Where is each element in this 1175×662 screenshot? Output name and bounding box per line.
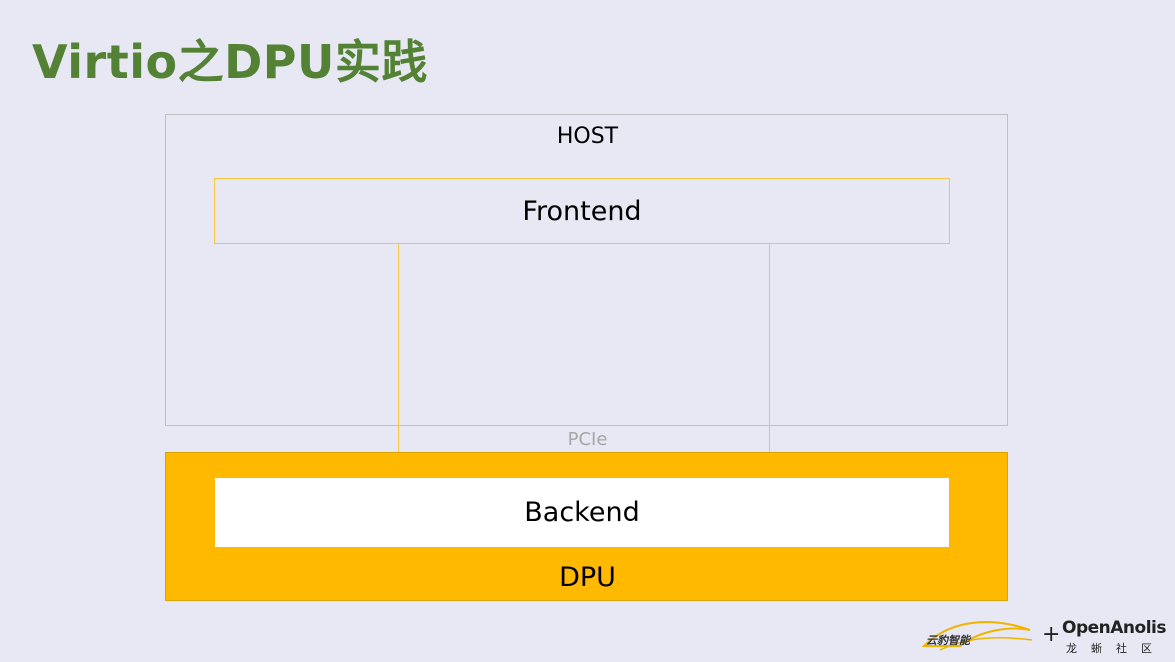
pcie-connector-right: [769, 244, 770, 452]
openanolis-logo-text: OpenAnolis: [1062, 618, 1166, 638]
host-box: [165, 114, 1008, 426]
backend-label: Backend: [524, 497, 640, 528]
yunbao-logo-icon: [921, 621, 1033, 651]
logo-plus: +: [1042, 622, 1061, 647]
pcie-connector-left: [398, 244, 399, 452]
backend-box: Backend: [215, 478, 949, 547]
pcie-label: PCIe: [567, 429, 608, 450]
host-label: HOST: [556, 124, 619, 149]
frontend-label: Frontend: [522, 195, 642, 227]
openanolis-logo-subtitle: 龙蜥社区: [1066, 642, 1166, 655]
dpu-label: DPU: [559, 562, 616, 593]
frontend-box: Frontend: [214, 178, 950, 244]
slide-title: Virtio之DPU实践: [32, 35, 428, 89]
footer-logos: 云豹智能 + OpenAnolis 龙蜥社区: [920, 616, 1170, 658]
yunbao-logo-text: 云豹智能: [926, 634, 970, 647]
